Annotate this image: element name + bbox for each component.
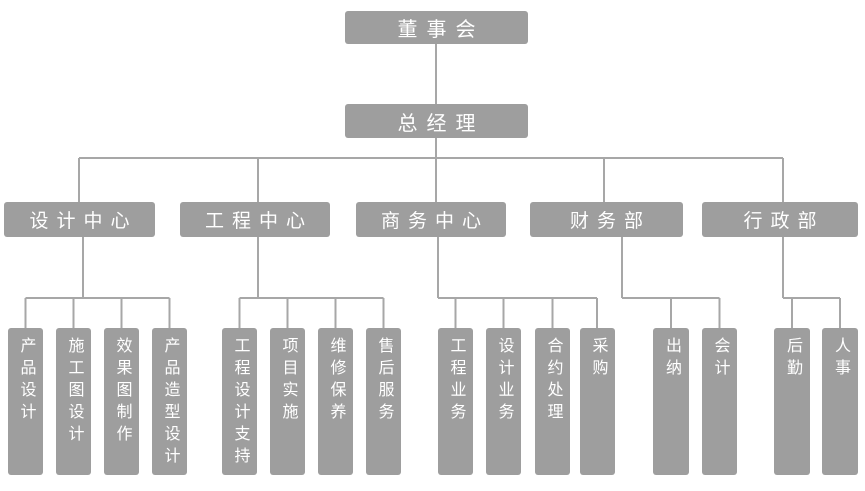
org-node-administration-department: 行政部 [702, 202, 858, 237]
org-node-product-styling-design: 产品造型设计 [152, 328, 187, 475]
org-node-contract-processing: 合约处理 [535, 328, 570, 475]
org-node-finance-department: 财务部 [530, 202, 683, 237]
org-node-logistics: 后勤 [774, 328, 810, 475]
org-node-accountant: 会计 [702, 328, 737, 475]
org-node-cashier: 出纳 [653, 328, 689, 475]
org-node-after-sales-service: 售后服务 [366, 328, 401, 475]
org-node-procurement: 采购 [580, 328, 615, 475]
org-node-project-implementation: 项目实施 [270, 328, 305, 475]
org-node-maintenance: 维修保养 [318, 328, 353, 475]
org-node-board: 董事会 [345, 11, 528, 44]
org-node-rendering-production: 效果图制作 [104, 328, 139, 475]
org-node-business-center: 商务中心 [356, 202, 506, 237]
org-node-construction-drawing-design: 施工图设计 [56, 328, 91, 475]
org-node-engineering-center: 工程中心 [180, 202, 330, 237]
org-node-engineering-business: 工程业务 [438, 328, 473, 475]
org-node-personnel: 人事 [822, 328, 858, 475]
org-node-general-manager: 总经理 [345, 104, 528, 138]
org-node-design-business: 设计业务 [486, 328, 521, 475]
org-node-design-center: 设计中心 [4, 202, 155, 237]
org-node-product-design: 产品设计 [8, 328, 43, 475]
org-node-engineering-design-support: 工程设计支持 [222, 328, 257, 475]
